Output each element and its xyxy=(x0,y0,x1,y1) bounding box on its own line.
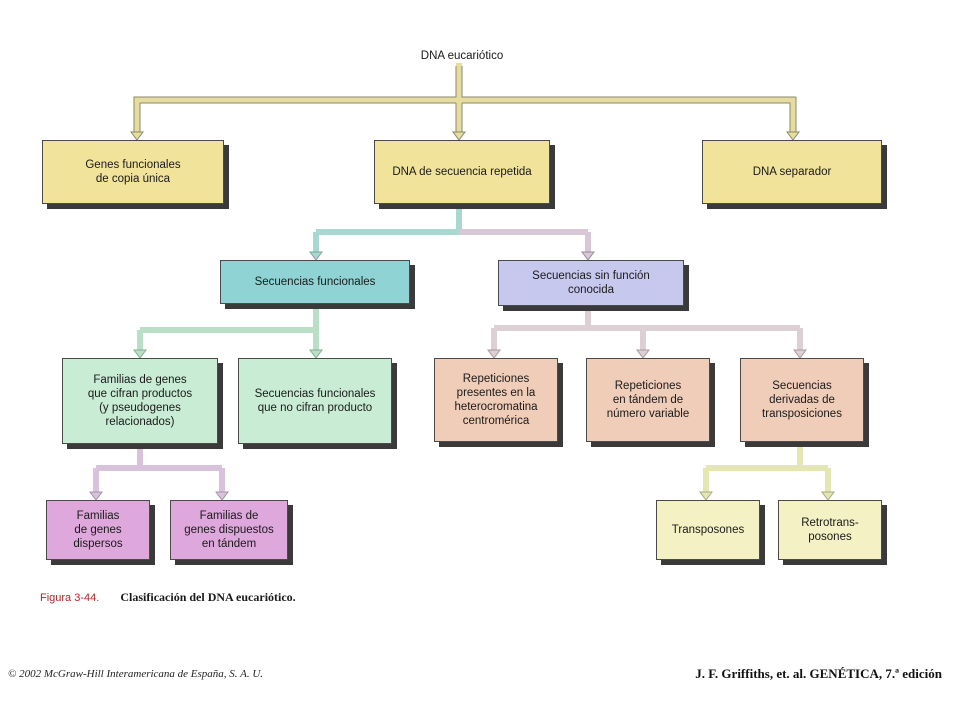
node-repeated-sequence-dna: DNA de secuencia repetida xyxy=(374,140,550,204)
node-transposons: Transposones xyxy=(656,500,760,560)
book-reference: J. F. Griffiths, et. al. GENÉTICA, 7.ª e… xyxy=(695,666,942,681)
root-label: DNA eucariótico xyxy=(420,50,504,62)
node-transposition-derived: Secuencias derivadas de transposiciones xyxy=(740,358,864,442)
node-vntr-repeats: Repeticiones en tándem de número variabl… xyxy=(586,358,710,442)
node-single-copy-genes: Genes funcionales de copia única xyxy=(42,140,224,204)
figure-caption: Figura 3-44. Clasificación del DNA eucar… xyxy=(40,590,296,605)
root-arrowheads xyxy=(130,131,800,141)
figure-number: Figura 3-44. xyxy=(40,592,100,604)
node-unknown-function-sequences: Secuencias sin función conocida xyxy=(498,260,684,306)
node-gene-families-with-products: Familias de genes que cifran productos (… xyxy=(62,358,218,444)
figure-title: Clasificación del DNA eucariótico. xyxy=(120,590,296,604)
node-retrotransposons: Retrotrans- posones xyxy=(778,500,882,560)
root-connectors-outline xyxy=(133,66,797,134)
node-functional-no-product: Secuencias funcionales que no cifran pro… xyxy=(238,358,392,444)
copyright-notice: © 2002 McGraw-Hill Interamericana de Esp… xyxy=(8,668,264,680)
node-dispersed-gene-families: Familias de genes dispersos xyxy=(46,500,150,560)
node-functional-sequences: Secuencias funcionales xyxy=(220,260,410,304)
node-centromeric-repeats: Repeticiones presentes en la heterocroma… xyxy=(434,358,558,442)
root-connectors xyxy=(134,63,796,137)
node-spacer-dna: DNA separador xyxy=(702,140,882,204)
node-tandem-gene-families: Familias de genes dispuestos en tándem xyxy=(170,500,288,560)
